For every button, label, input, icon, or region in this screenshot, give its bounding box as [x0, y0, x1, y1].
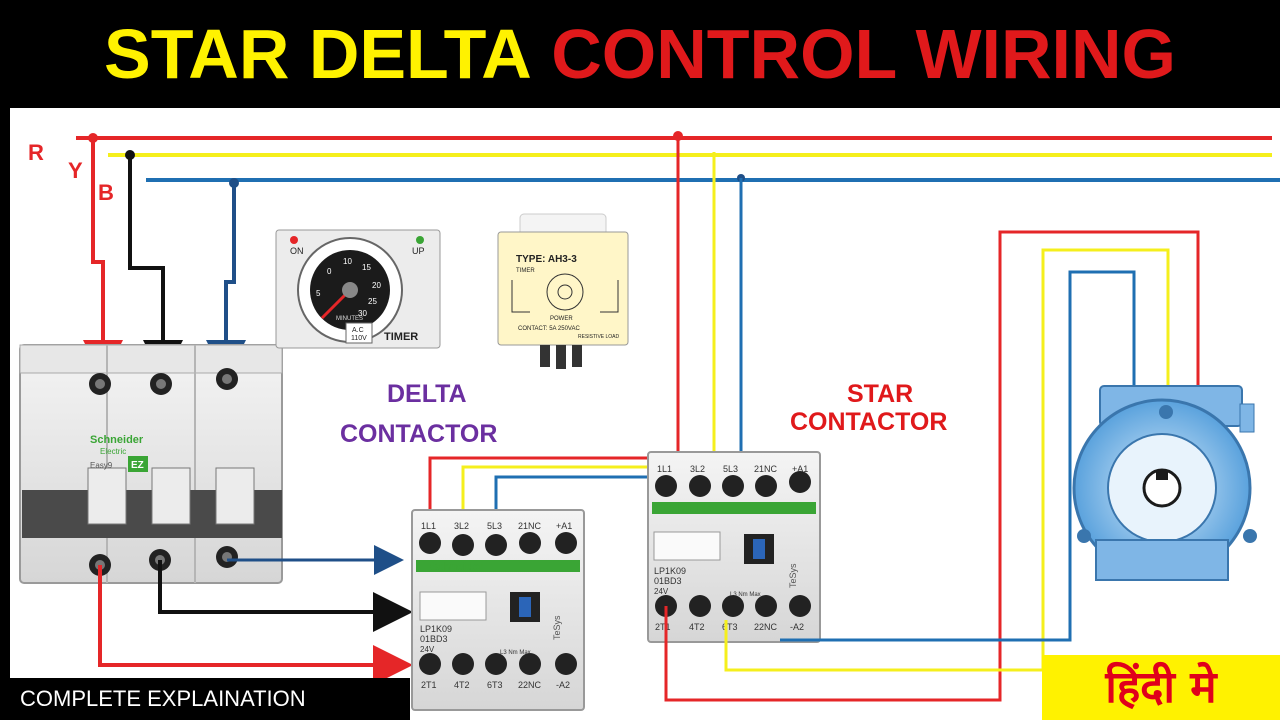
delta-voltage: 24V: [420, 645, 435, 654]
mcb-model: Easy9: [90, 461, 113, 470]
delta-bterm-2: 2T1: [421, 680, 437, 690]
delta-label-line1: DELTA: [387, 380, 467, 408]
delta-bterm-4: 4T2: [454, 680, 470, 690]
star-voltage: 24V: [654, 587, 669, 596]
delta-contactor[interactable]: 1L1 3L2 5L3 21NC +A1 Schneider LP1K09 01…: [411, 509, 585, 711]
delta-term-a1: +A1: [556, 521, 572, 531]
timer-tick-20: 20: [372, 281, 381, 290]
timer-tick-5: 5: [316, 289, 321, 298]
delta-brand: Schneider: [430, 561, 484, 573]
footer-caption: COMPLETE EXPLAINATION: [10, 678, 410, 720]
delta-term-5: 5L3: [487, 521, 502, 531]
left-border: [0, 108, 10, 720]
delta-nm: L3 Nm Max: [500, 650, 531, 656]
wire-star-out-b: [780, 270, 1136, 642]
delta-model1: LP1K09: [420, 624, 452, 634]
wire-mcb-out-y: [158, 560, 413, 632]
wire-r-to-mcb: [83, 138, 123, 380]
motor[interactable]: [1072, 385, 1257, 581]
timer-tick-25: 25: [368, 297, 377, 306]
timer-base-contact: CONTACT: 5A 250VAC: [518, 326, 580, 332]
timer-base[interactable]: TYPE: AH3-3 TIMER POWER CONTACT: 5A 250V…: [497, 213, 629, 369]
hindi-badge: हिंदी मे: [1042, 655, 1280, 720]
delta-bterm-22: 22NC: [518, 680, 542, 690]
timer-tick-30: 30: [358, 309, 367, 318]
wire-star-out-y: [724, 248, 1170, 672]
star-series: TeSys: [788, 563, 798, 588]
timer-base-load: RESISTIVE LOAD: [578, 334, 620, 340]
delta-label-line2: CONTACTOR: [340, 420, 497, 448]
star-label-line2: CONTACTOR: [790, 408, 947, 436]
star-model2: 01BD3: [654, 576, 682, 586]
title-banner: [0, 0, 1280, 108]
star-bterm-2: 2T1: [655, 622, 671, 632]
delta-term-1: 1L1: [421, 521, 436, 531]
timer-front[interactable]: ON UP MINUTES 0 5 10 15 20 25 30 A.C 110…: [275, 229, 441, 349]
star-term-21: 21NC: [754, 464, 778, 474]
timer-unit: MINUTES: [336, 316, 363, 322]
star-term-a1: +A1: [792, 464, 808, 474]
star-term-3: 3L2: [690, 464, 705, 474]
delta-bterm-a2: -A2: [556, 680, 570, 690]
wire-b-to-mcb: [206, 183, 246, 380]
timer-tick-10: 10: [343, 257, 352, 266]
timer-up: UP: [412, 246, 425, 256]
phase-label-r: R: [28, 140, 44, 165]
star-term-5: 5L3: [723, 464, 738, 474]
delta-term-21: 21NC: [518, 521, 542, 531]
delta-series: TeSys: [552, 615, 562, 640]
title-part-1: STAR DELTA: [104, 15, 532, 93]
star-bterm-22: 22NC: [754, 622, 778, 632]
star-brand: Schneider: [664, 503, 718, 515]
mcb-breaker[interactable]: Schneider Electric Easy9 EZ: [19, 344, 283, 584]
timer-on: ON: [290, 246, 304, 256]
delta-model2: 01BD3: [420, 634, 448, 644]
timer-rating-2: 110V: [351, 335, 367, 342]
phase-label-b: B: [98, 180, 114, 205]
star-contactor[interactable]: 1L1 3L2 5L3 21NC +A1 Schneider LP1K09 01…: [647, 451, 821, 643]
timer-base-type: TYPE: AH3-3: [516, 254, 577, 265]
mcb-badge: EZ: [131, 460, 144, 471]
timer-name: TIMER: [384, 331, 418, 343]
phase-label-y: Y: [68, 158, 83, 183]
mcb-brand: Schneider: [90, 434, 144, 446]
star-model1: LP1K09: [654, 566, 686, 576]
mcb-sub: Electric: [100, 447, 126, 456]
star-bterm-a2: -A2: [790, 622, 804, 632]
title-part-2: CONTROL WIRING: [551, 15, 1176, 93]
wire-mcb-out-r: [98, 565, 413, 685]
title: STAR DELTA CONTROL WIRING: [0, 0, 1280, 108]
star-bterm-6: 6T3: [722, 622, 738, 632]
wire-y-to-mcb: [128, 155, 183, 380]
star-label-line1: STAR: [847, 380, 913, 408]
timer-base-power: POWER: [550, 316, 573, 322]
star-nm: L3 Nm Max: [730, 592, 761, 598]
timer-tick-0: 0: [327, 267, 332, 276]
star-bterm-4: 4T2: [689, 622, 705, 632]
delta-term-3: 3L2: [454, 521, 469, 531]
timer-base-sub: TIMER: [516, 268, 535, 274]
delta-bterm-6: 6T3: [487, 680, 503, 690]
star-term-1: 1L1: [657, 464, 672, 474]
timer-rating-1: A.C: [352, 327, 364, 334]
timer-tick-15: 15: [362, 263, 371, 272]
wire-star-out-r: [664, 230, 1200, 702]
